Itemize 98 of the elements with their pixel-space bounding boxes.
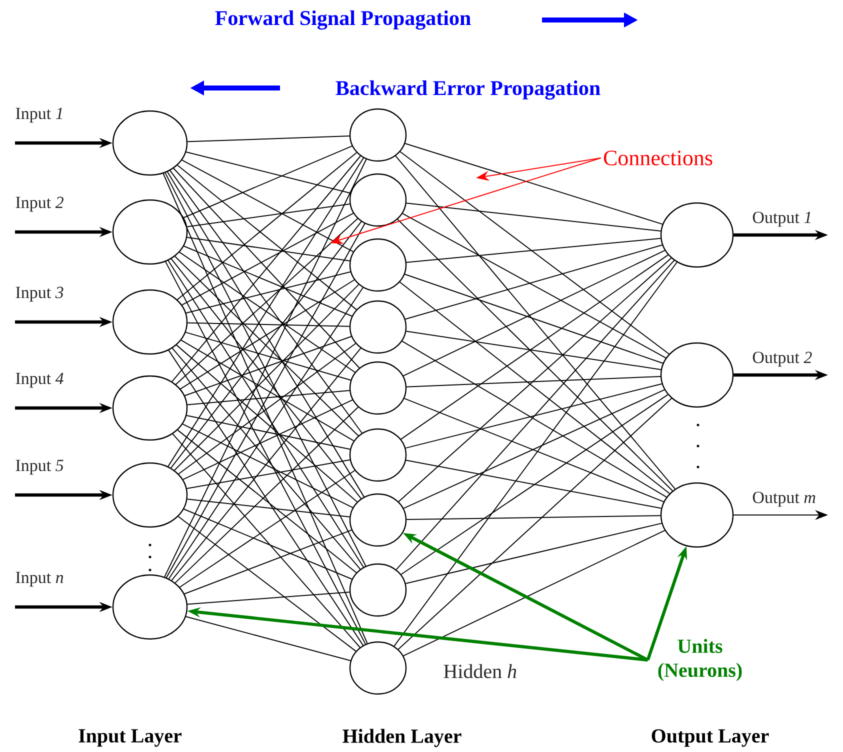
connection-line — [398, 398, 672, 650]
neuron-circle — [660, 342, 734, 408]
connection-line — [406, 202, 662, 232]
neuron-circle — [349, 428, 407, 482]
connection-line — [400, 254, 669, 440]
connection-line — [406, 515, 661, 520]
neuron-circle — [660, 482, 734, 548]
connection-line — [162, 173, 368, 644]
neuron-circle — [349, 641, 407, 695]
connection-line — [186, 415, 351, 450]
connection-line — [175, 218, 358, 385]
neuron-circle — [112, 110, 188, 176]
connection-line — [165, 261, 366, 645]
connection-line — [396, 260, 675, 570]
neuron-circle — [112, 375, 188, 441]
connection-line — [186, 236, 350, 262]
neuron-circle — [349, 563, 407, 617]
connection-line — [179, 470, 356, 588]
connection-line — [183, 508, 352, 580]
connection-line — [406, 460, 662, 509]
connection-line — [174, 256, 359, 436]
connection-line — [186, 498, 350, 518]
connection-line — [183, 146, 352, 218]
neuron-label: Output 1 — [752, 212, 810, 227]
connection-line — [180, 279, 355, 390]
connection-line — [395, 155, 676, 490]
direction-label: Backward Error Propagation — [336, 80, 600, 100]
neuron-label: Output m — [752, 492, 816, 507]
direction-label: Forward Signal Propagation — [215, 10, 471, 30]
neuron-circle — [349, 173, 407, 227]
connection-line — [168, 350, 364, 646]
connection-line — [187, 136, 350, 142]
neuron-label: Input 4 — [16, 372, 64, 388]
neuron-label: Input 3 — [16, 286, 64, 302]
connection-line — [404, 143, 663, 225]
callout-text: Units (Neurons) — [658, 638, 742, 682]
connection-line — [177, 430, 357, 574]
connection-line — [404, 244, 663, 320]
connection-line — [185, 332, 352, 381]
connection-line — [184, 336, 352, 396]
connection-line — [182, 424, 354, 508]
connection-line — [185, 616, 352, 662]
connection-line — [406, 330, 662, 370]
connection-line — [182, 212, 354, 306]
connection-line — [405, 522, 662, 584]
connection-line — [406, 376, 661, 388]
connection-line — [170, 170, 362, 434]
neuron-label: Output 2 — [752, 352, 812, 367]
neuron-circle — [112, 199, 188, 265]
connection-line — [178, 343, 356, 474]
connection-line — [402, 340, 667, 498]
connection-line — [186, 592, 350, 605]
connection-line — [400, 151, 670, 354]
connection-line — [186, 459, 350, 490]
connection-line — [174, 406, 359, 584]
connection-line — [186, 203, 350, 228]
connection-line — [186, 271, 351, 314]
neuron-circle — [112, 289, 188, 355]
connection-line — [178, 516, 356, 652]
layer-label: Output Layer — [652, 729, 769, 747]
connection-line — [179, 252, 356, 373]
neuron-label: Input 1 — [16, 108, 62, 123]
connection-line — [172, 433, 360, 648]
neuron-label: Hidden h — [444, 664, 516, 678]
layer-label: Hidden Layer — [342, 728, 462, 748]
neuron-circle — [349, 493, 407, 547]
layer-label: Input Layer — [78, 729, 182, 747]
neuron-circle — [112, 574, 188, 640]
connection-line — [186, 152, 351, 194]
neuron-circle — [349, 238, 407, 292]
neuron-label: Input 2 — [16, 196, 64, 212]
connection-line — [182, 160, 354, 252]
connection-line — [170, 221, 362, 468]
connection-line — [184, 530, 352, 594]
connection-line — [170, 258, 362, 500]
neuron-circle — [660, 202, 734, 268]
neuron-circle — [349, 108, 407, 162]
connection-line — [397, 218, 673, 492]
connection-line — [187, 322, 350, 327]
connection-line — [183, 246, 352, 317]
connection-line — [406, 238, 662, 263]
neuron-circle — [349, 361, 407, 415]
neuron-circle — [349, 300, 407, 354]
connection-line — [182, 399, 353, 480]
connection-line — [186, 390, 350, 406]
connection-line — [174, 284, 360, 471]
neuron-circle — [112, 462, 188, 528]
connection-line — [394, 262, 678, 647]
neuron-label: Input 5 — [16, 460, 64, 475]
connection-line — [180, 340, 354, 442]
connection-line — [400, 394, 668, 575]
connection-line — [404, 274, 664, 364]
neuron-label: Input n — [16, 572, 64, 587]
connection-line — [405, 383, 662, 449]
callout-text: Connections — [604, 150, 712, 166]
connection-line — [402, 213, 666, 358]
connection-line — [402, 250, 666, 376]
connection-line — [176, 344, 358, 502]
